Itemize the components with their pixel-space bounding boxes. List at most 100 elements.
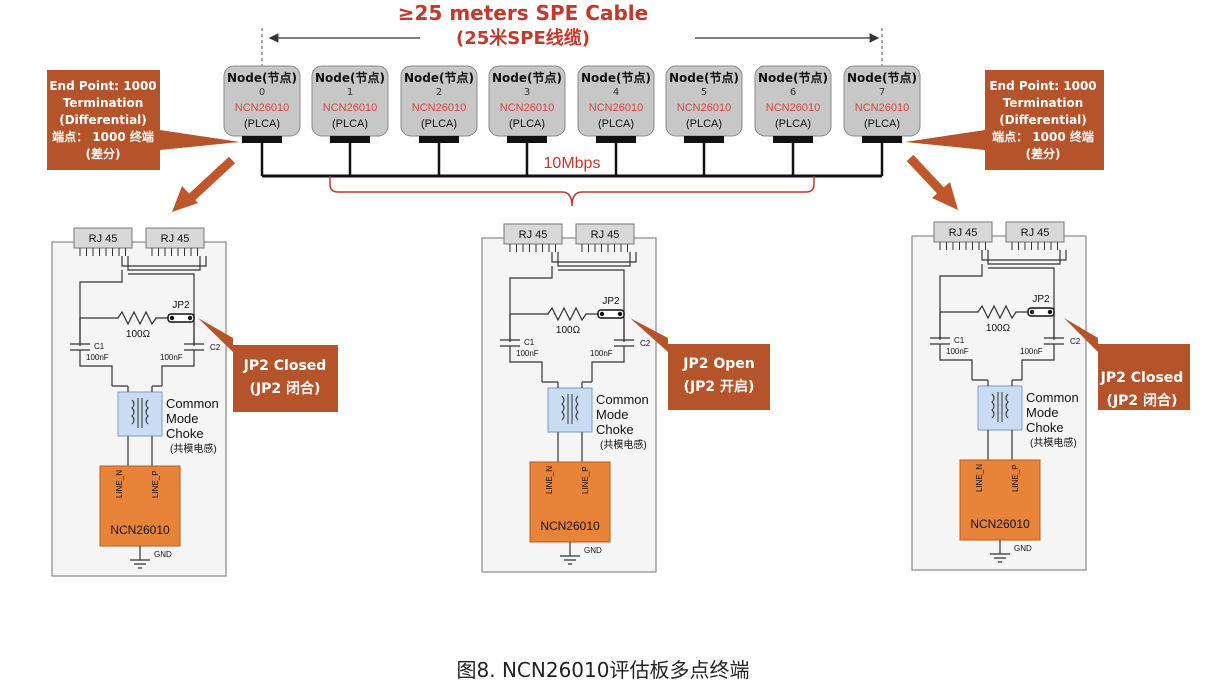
- node-label: Node(节点): [492, 70, 562, 85]
- node-connector: [773, 136, 813, 143]
- ground-icon: [560, 542, 580, 565]
- rj45-body: [503, 223, 563, 245]
- node-row: Node(节点)0NCN26010(PLCA)Node(节点)1NCN26010…: [223, 65, 921, 176]
- jp2-state-middle: JP2 Open: [682, 356, 754, 372]
- node-mode: (PLCA): [775, 118, 811, 130]
- jp2-pin: [187, 315, 193, 321]
- rj45-label: RJ 45: [1021, 227, 1050, 239]
- jp2-callout-middle: JP2 Open (JP2 开启): [630, 318, 770, 410]
- pin-line-n: LINE_N: [115, 470, 124, 498]
- resistor-value: 100Ω: [126, 329, 151, 340]
- termination-resistor: [510, 306, 600, 322]
- node-connector: [330, 136, 370, 143]
- node-chip-name: NCN26010: [589, 102, 643, 114]
- choke-winding-icon: [131, 398, 149, 428]
- jp2-pin: [169, 315, 175, 321]
- jp2-state-left-cn: (JP2 闭合): [250, 380, 321, 397]
- node-connector: [596, 136, 636, 143]
- jp2-state-left: JP2 Closed: [243, 358, 327, 374]
- pin-line-n: LINE_N: [545, 466, 554, 494]
- endpoint-left-callout: End Point: 1000 Termination (Differentia…: [47, 70, 240, 170]
- rj45-label: RJ 45: [519, 229, 548, 241]
- endpoint-right-line-1: End Point: 1000: [989, 79, 1096, 93]
- rj45-body: [933, 221, 993, 243]
- rj45-connector: RJ 45: [933, 221, 993, 250]
- pin-line-n: LINE_N: [975, 464, 984, 492]
- node-label: Node(节点): [315, 70, 385, 85]
- node-chip-name: NCN26010: [766, 102, 820, 114]
- choke-winding-icon: [561, 394, 579, 424]
- jp2-jumper[interactable]: [597, 309, 625, 319]
- c1-label: C1: [954, 336, 965, 345]
- node-connector: [684, 136, 724, 143]
- node-chip-name: NCN26010: [500, 102, 554, 114]
- pin-line-p: LINE_P: [1011, 464, 1020, 492]
- node-index: 5: [701, 87, 707, 98]
- node-mode: (PLCA): [509, 118, 545, 130]
- node-mode: (PLCA): [421, 118, 457, 130]
- rj45-connector: RJ 45: [73, 227, 133, 256]
- cable-length-arrow: [261, 28, 883, 170]
- c1-label: C1: [94, 342, 105, 351]
- node-chip-name: NCN26010: [677, 102, 731, 114]
- choke-label: Mode: [166, 411, 199, 426]
- choke-label: Choke: [596, 422, 634, 437]
- rj45-connector: RJ 45: [1005, 221, 1065, 250]
- common-mode-choke: [547, 387, 593, 433]
- node-connector: [507, 136, 547, 143]
- choke-wires: [112, 385, 162, 466]
- speed-label: 10Mbps: [544, 155, 601, 172]
- rj45-body: [145, 227, 205, 249]
- rj45-connector: RJ 45: [503, 223, 563, 252]
- capacitor-c1: [70, 318, 113, 386]
- c2-value: 100nF: [1020, 347, 1043, 356]
- rj45-connector: RJ 45: [575, 223, 635, 252]
- node-label: Node(节点): [404, 70, 474, 85]
- speed-bracket: [329, 176, 815, 207]
- jp2-jumper[interactable]: [1027, 307, 1055, 317]
- choke-label: Common: [166, 396, 219, 411]
- jp2-state-right-cn: (JP2 闭合): [1107, 392, 1178, 409]
- common-mode-choke: [977, 385, 1023, 431]
- c1-value: 100nF: [516, 349, 539, 358]
- node-mode: (PLCA): [598, 118, 634, 130]
- resistor-value: 100Ω: [556, 325, 581, 336]
- jp2-label: JP2: [602, 296, 620, 307]
- node-index: 2: [436, 87, 442, 98]
- node-index: 7: [879, 87, 885, 98]
- node-chip-name: NCN26010: [323, 102, 377, 114]
- ground-icon: [130, 546, 150, 569]
- jp2-state-middle-cn: (JP2 开启): [684, 378, 755, 395]
- c2-value: 100nF: [160, 353, 183, 362]
- node-index: 3: [524, 87, 530, 98]
- figure-caption: 图8. NCN26010评估板多点终端: [457, 658, 750, 682]
- endpoint-right-line-4: 端点： 1000 终端: [992, 129, 1094, 144]
- jp2-jumper[interactable]: [167, 313, 195, 323]
- c2-label: C2: [640, 339, 651, 348]
- jp2-callout-left: JP2 Closed (JP2 闭合): [198, 318, 338, 412]
- endpoint-right-line-3: (Differential): [999, 113, 1087, 127]
- jp2-pin: [617, 311, 623, 317]
- jp2-pin: [1047, 309, 1053, 315]
- choke-label: Choke: [1026, 420, 1064, 435]
- choke-label: Choke: [166, 426, 204, 441]
- chip-label: NCN26010: [540, 519, 600, 533]
- endpoint-left-line-2: Termination: [63, 96, 144, 110]
- termination-resistor: [80, 310, 170, 326]
- choke-wires: [972, 379, 1022, 460]
- c1-value: 100nF: [86, 353, 109, 362]
- rj45-label: RJ 45: [161, 233, 190, 245]
- node-chip-name: NCN26010: [235, 102, 289, 114]
- ncn26010-chip: [959, 459, 1041, 541]
- node-index: 6: [790, 87, 796, 98]
- rj45-connector: RJ 45: [145, 227, 205, 256]
- node-connector: [242, 136, 282, 143]
- node-label: Node(节点): [669, 70, 739, 85]
- pin-line-p: LINE_P: [581, 466, 590, 494]
- node-index: 4: [613, 87, 619, 98]
